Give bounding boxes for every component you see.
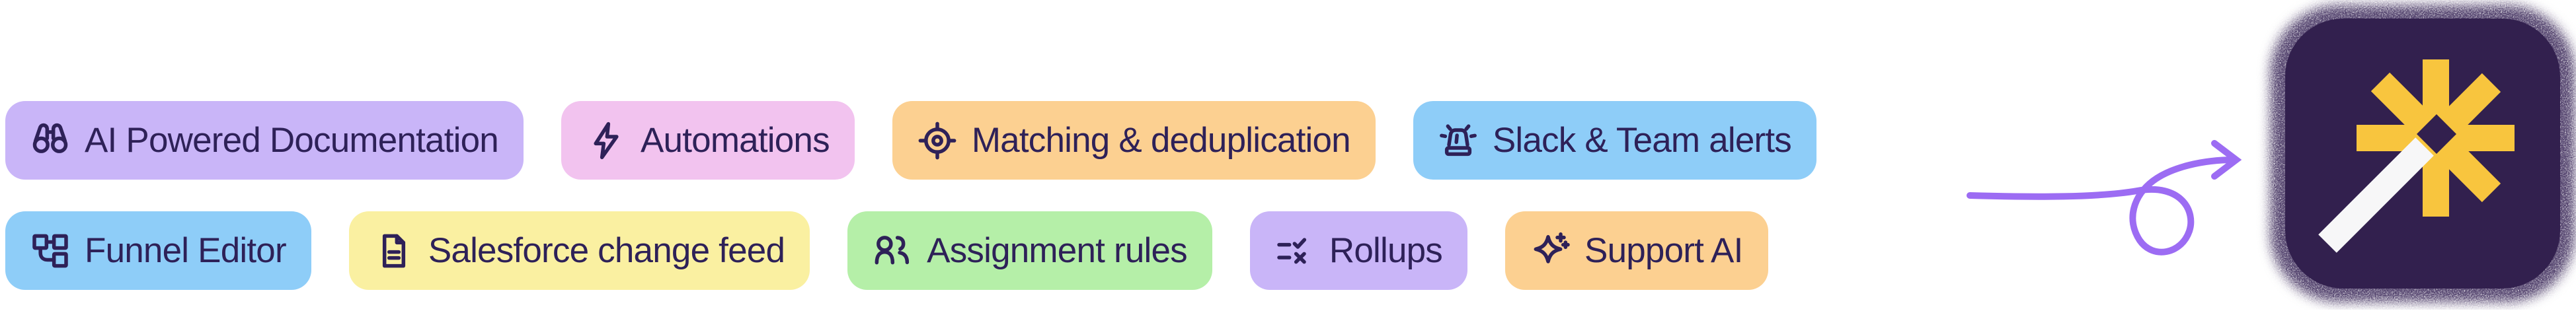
document-icon	[382, 234, 405, 267]
badge-assignment-rules: Assignment rules	[847, 211, 1212, 290]
badge-row-1: AI Powered Documentation Automations Mat…	[5, 101, 1817, 180]
checklist-icon	[1277, 237, 1306, 263]
binoculars-icon	[32, 123, 68, 153]
badge-label: Rollups	[1329, 231, 1443, 270]
badge-label: Automations	[641, 121, 830, 160]
sparkle-icon	[1534, 232, 1570, 263]
badge-label: Matching & deduplication	[971, 121, 1351, 160]
lightning-icon	[594, 122, 619, 159]
badge-slack-team-alerts: Slack & Team alerts	[1413, 101, 1817, 180]
badge-matching-deduplication: Matching & deduplication	[892, 101, 1376, 180]
badge-automations: Automations	[561, 101, 855, 180]
app-logo	[2271, 5, 2575, 302]
feature-badges: AI Powered Documentation Automations Mat…	[5, 101, 1817, 290]
badge-label: Salesforce change feed	[428, 231, 785, 270]
badge-label: Assignment rules	[927, 231, 1188, 270]
badge-funnel-editor: Funnel Editor	[5, 211, 311, 290]
badge-label: Support AI	[1584, 231, 1743, 270]
arrow-head	[2211, 140, 2242, 180]
siren-icon	[1439, 123, 1477, 156]
flow-chart-icon	[32, 234, 68, 267]
badge-rollups: Rollups	[1249, 211, 1468, 290]
users-icon	[875, 235, 910, 264]
crosshair-icon	[918, 122, 956, 159]
curved-arrow	[1967, 140, 2242, 256]
app-logo-tile	[2244, 0, 2576, 310]
badge-label: Slack & Team alerts	[1492, 121, 1792, 160]
magic-wand-icon	[2318, 137, 2434, 253]
badge-label: Funnel Editor	[85, 231, 287, 270]
badge-row-2: Funnel Editor Salesforce change feed	[5, 211, 1816, 290]
badge-label: AI Powered Documentation	[85, 121, 499, 160]
center-diamond	[2417, 114, 2456, 154]
badge-support-ai: Support AI	[1505, 211, 1768, 290]
badge-ai-powered-documentation: AI Powered Documentation	[5, 101, 524, 180]
badge-salesforce-change-feed: Salesforce change feed	[348, 211, 810, 290]
